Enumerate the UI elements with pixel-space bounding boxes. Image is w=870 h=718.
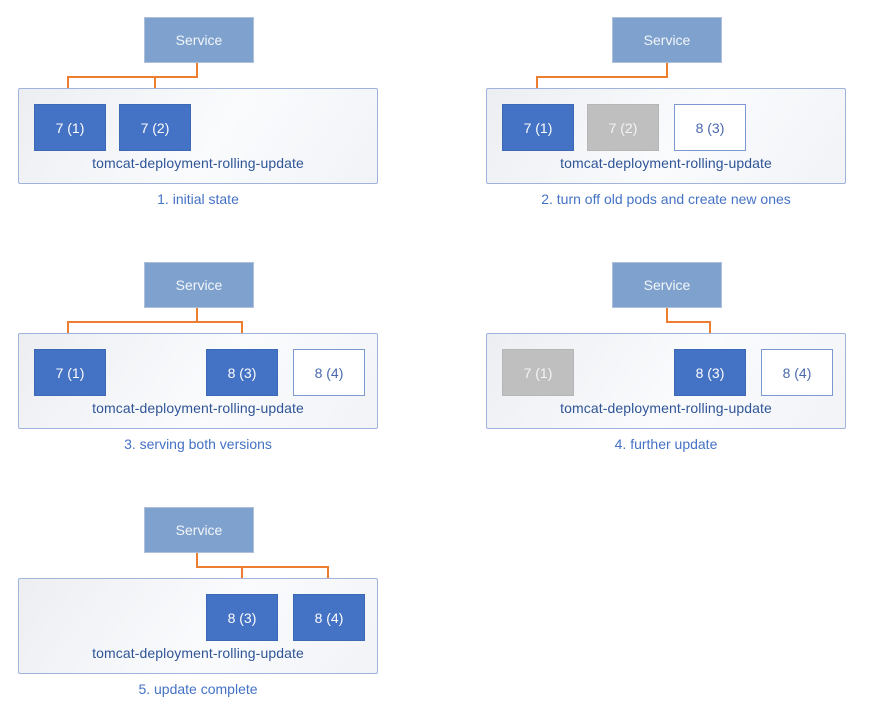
service-box: Service — [612, 262, 722, 308]
pod: 7 (1) — [34, 104, 106, 151]
service-label: Service — [643, 32, 691, 48]
pod: 8 (3) — [674, 349, 746, 396]
pod: 7 (1) — [502, 349, 574, 396]
panel-caption: 3. serving both versions — [124, 436, 272, 452]
pod-label: 8 (3) — [227, 609, 257, 626]
panel-initial-state: Service 7 (1) 7 (2) tomcat-deployment-ro… — [0, 0, 420, 230]
pod-label: 8 (3) — [695, 119, 725, 136]
pod-label: 8 (4) — [782, 364, 812, 381]
panel-caption: 4. further update — [614, 436, 718, 452]
pod-label: 7 (1) — [55, 364, 85, 381]
service-box: Service — [144, 507, 254, 553]
pod: 8 (3) — [206, 594, 278, 641]
pod: 7 (1) — [34, 349, 106, 396]
service-box: Service — [612, 17, 722, 63]
pod: 8 (4) — [761, 349, 833, 396]
service-label: Service — [175, 277, 223, 293]
panel-caption: 5. update complete — [138, 681, 258, 697]
service-box: Service — [144, 17, 254, 63]
service-box: Service — [144, 262, 254, 308]
panel-update-complete: Service 8 (3) 8 (4) tomcat-deployment-ro… — [0, 490, 420, 718]
pod-label: 7 (1) — [523, 119, 553, 136]
deployment-box: 7 (1) 8 (3) 8 (4) tomcat-deployment-roll… — [18, 333, 378, 429]
panel-caption: 1. initial state — [157, 191, 239, 207]
deployment-label: tomcat-deployment-rolling-update — [560, 155, 772, 171]
pod: 8 (3) — [674, 104, 746, 151]
deployment-label: tomcat-deployment-rolling-update — [92, 400, 304, 416]
pod-label: 7 (1) — [523, 364, 553, 381]
deployment-label: tomcat-deployment-rolling-update — [92, 155, 304, 171]
service-label: Service — [175, 522, 223, 538]
deployment-label: tomcat-deployment-rolling-update — [560, 400, 772, 416]
pod: 8 (4) — [293, 349, 365, 396]
service-label: Service — [175, 32, 223, 48]
panel-serving-both-versions: Service 7 (1) 8 (3) 8 (4) tomcat-deploym… — [0, 245, 420, 475]
pod-label: 8 (3) — [695, 364, 725, 381]
deployment-box: 7 (1) 7 (2) tomcat-deployment-rolling-up… — [18, 88, 378, 184]
pod-label: 8 (3) — [227, 364, 257, 381]
pod: 7 (2) — [119, 104, 191, 151]
pod: 7 (2) — [587, 104, 659, 151]
deployment-box: 7 (1) 8 (3) 8 (4) tomcat-deployment-roll… — [486, 333, 846, 429]
pod-label: 8 (4) — [314, 364, 344, 381]
pod: 8 (4) — [293, 594, 365, 641]
service-label: Service — [643, 277, 691, 293]
deployment-label: tomcat-deployment-rolling-update — [92, 645, 304, 661]
pod: 8 (3) — [206, 349, 278, 396]
pod: 7 (1) — [502, 104, 574, 151]
pod-label: 7 (1) — [55, 119, 85, 136]
deployment-box: 8 (3) 8 (4) tomcat-deployment-rolling-up… — [18, 578, 378, 674]
deployment-box: 7 (1) 7 (2) 8 (3) tomcat-deployment-roll… — [486, 88, 846, 184]
panel-turn-off-old-pods: Service 7 (1) 7 (2) 8 (3) tomcat-deploym… — [468, 0, 870, 230]
panel-further-update: Service 7 (1) 8 (3) 8 (4) tomcat-deploym… — [468, 245, 870, 475]
panel-caption: 2. turn off old pods and create new ones — [541, 191, 791, 207]
pod-label: 8 (4) — [314, 609, 344, 626]
pod-label: 7 (2) — [608, 119, 638, 136]
pod-label: 7 (2) — [140, 119, 170, 136]
